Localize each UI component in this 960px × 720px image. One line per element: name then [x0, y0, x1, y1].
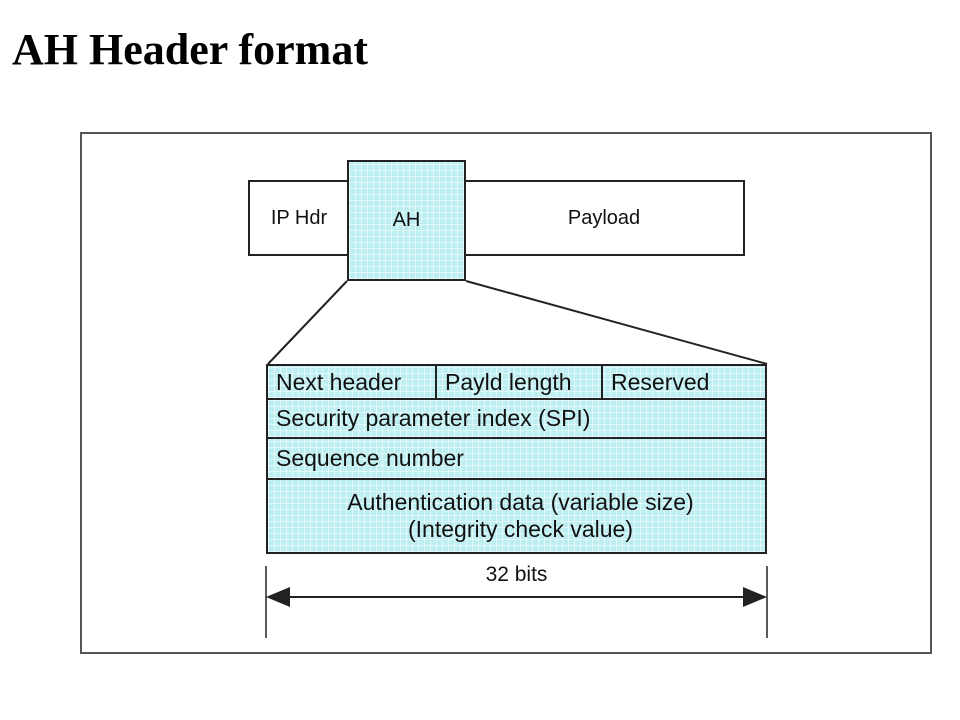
field-auth-label-line1: Authentication data (variable size) — [347, 489, 694, 515]
field-auth-label-line2: (Integrity check value) — [408, 516, 633, 542]
field-spi: Security parameter index (SPI) — [266, 398, 767, 439]
ah-label: AH — [392, 209, 421, 231]
field-authentication-data: Authentication data (variable size) (Int… — [266, 478, 767, 554]
zoom-line-right — [465, 280, 768, 365]
field-sequence-number: Sequence number — [266, 437, 767, 480]
arrowhead-right — [743, 587, 767, 607]
zoom-line-left — [267, 280, 348, 365]
field-spi-label: Security parameter index (SPI) — [276, 405, 591, 431]
header-row-1: Next header Payld length Reserved — [266, 364, 767, 400]
payload-label: Payload — [567, 206, 641, 229]
page-title: AH Header format — [12, 25, 368, 74]
field-payload-length: Payld length — [435, 366, 601, 398]
ip-header-box: IP Hdr — [248, 180, 350, 256]
ip-header-label: IP Hdr — [270, 206, 328, 229]
field-sequence-label: Sequence number — [276, 445, 464, 471]
field-reserved: Reserved — [601, 366, 765, 398]
width-label: 32 bits — [485, 563, 548, 586]
ah-box: AH — [347, 160, 466, 281]
arrowhead-left — [266, 587, 290, 607]
field-next-header: Next header — [276, 368, 402, 395]
